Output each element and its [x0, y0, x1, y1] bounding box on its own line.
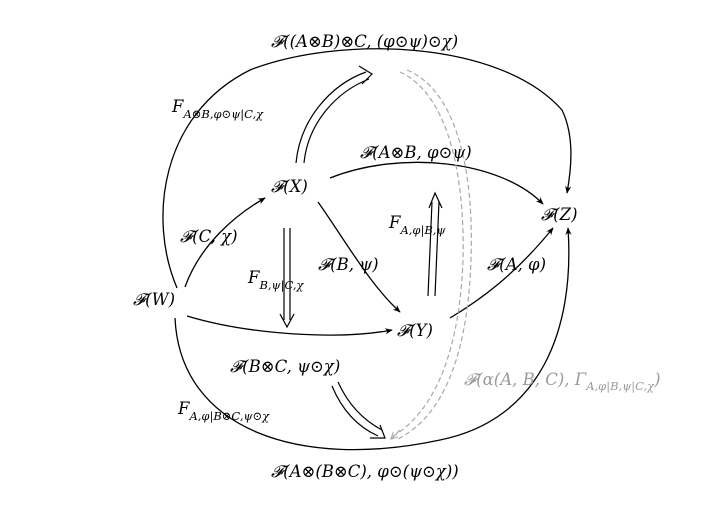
label-bottom: 𝓕(A⊗(B⊗C), φ⊙(ψ⊙χ)) [271, 462, 459, 481]
label-w-y: 𝓕(B⊗C, ψ⊙χ) [230, 357, 340, 376]
arrow-y-z [449, 227, 554, 319]
two-cell-mid [279, 228, 295, 329]
label-cell-bottom: FA,φ|B⊗C,ψ⊙χ [177, 399, 270, 424]
label-top: 𝓕((A⊗B)⊗C, (φ⊙ψ)⊙χ) [271, 32, 458, 51]
two-cell-top [295, 65, 373, 164]
arrow-x-y [317, 201, 401, 313]
arrow-w-x [184, 197, 266, 288]
node-z: 𝓕(Z) [541, 205, 578, 224]
two-cell-bottom [331, 381, 386, 439]
label-y-z: 𝓕(A, φ) [487, 255, 546, 274]
arrow-w-bottom-z [174, 227, 572, 451]
label-w-x: 𝓕(C, χ) [180, 227, 238, 246]
node-y: 𝓕(Y) [397, 321, 433, 340]
arrow-w-top-z [162, 48, 572, 289]
node-x: 𝓕(X) [271, 177, 308, 196]
arrow-w-y [186, 315, 393, 336]
label-x-y: 𝓕(B, ψ) [318, 255, 379, 274]
label-x-z: 𝓕(A⊗B, φ⊙ψ) [360, 143, 472, 162]
label-alpha: 𝓕(α(A, B, C), ΓA,φ|B,ψ|C,χ) [464, 370, 661, 394]
label-cell-right: FA,φ|B,ψ [388, 213, 446, 238]
label-cell-top: FA⊗B,φ⊙ψ|C,χ [171, 97, 264, 122]
two-cell-right [427, 191, 443, 297]
node-w: 𝓕(W) [133, 290, 175, 309]
arrow-x-z [329, 161, 544, 205]
label-cell-mid: FB,ψ|C,χ [247, 268, 304, 293]
three-cell-dashed [389, 69, 472, 441]
